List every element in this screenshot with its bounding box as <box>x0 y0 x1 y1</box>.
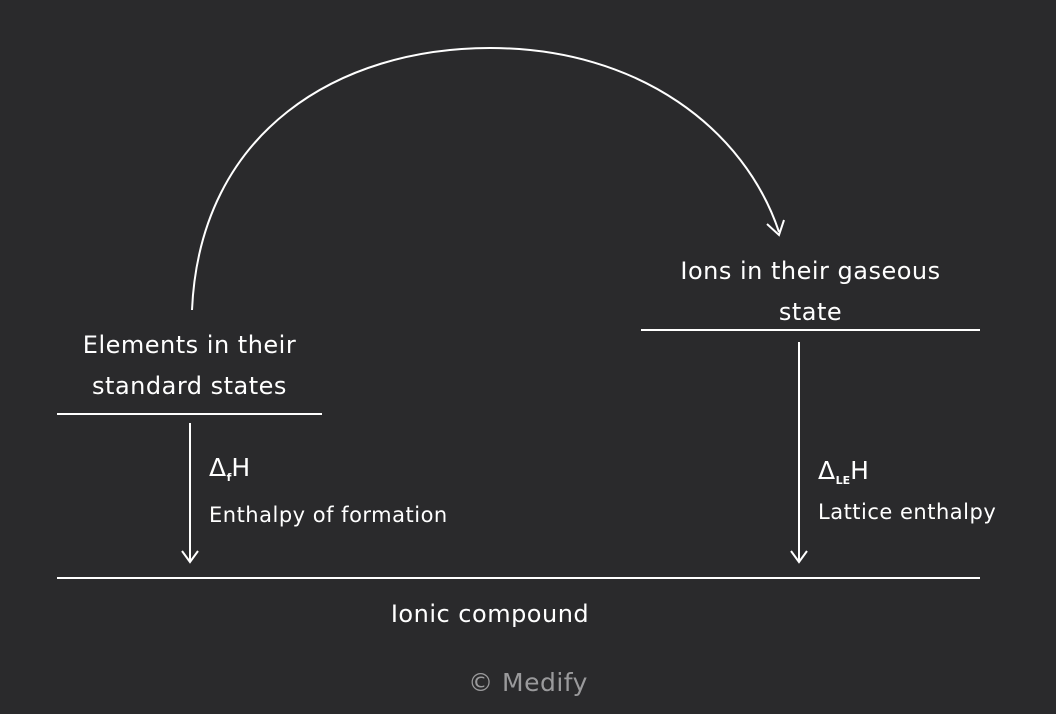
formation-description: Enthalpy of formation <box>209 503 448 527</box>
atomisation-curve-arrow <box>191 46 780 311</box>
elements-label-line2: standard states <box>92 372 287 400</box>
formation-delta: Δ <box>209 453 227 482</box>
formation-subscript: f <box>226 471 232 484</box>
formation-h: H <box>231 453 251 482</box>
lattice-description: Lattice enthalpy <box>818 500 997 524</box>
lattice-h: H <box>850 456 870 485</box>
lattice-enthalpy-symbol: ΔLEH <box>818 456 870 487</box>
formation-arrow-head <box>181 550 199 564</box>
lattice-arrow-head <box>790 550 808 564</box>
lattice-delta: Δ <box>818 456 836 485</box>
ions-label-line1: Ions in their gaseous <box>680 257 941 285</box>
ions-state-label: Ions in their gaseous state <box>641 251 980 333</box>
elements-state-label: Elements in their standard states <box>57 325 322 407</box>
compound-label: Ionic compound <box>390 600 590 628</box>
elements-label-line1: Elements in their <box>82 331 297 359</box>
atomisation-arrow-head <box>766 219 785 237</box>
formation-enthalpy-symbol: ΔfH <box>209 453 251 484</box>
ions-label-line2: state <box>778 298 843 326</box>
lattice-subscript: LE <box>835 474 851 487</box>
medify-watermark: © Medify <box>468 668 588 697</box>
